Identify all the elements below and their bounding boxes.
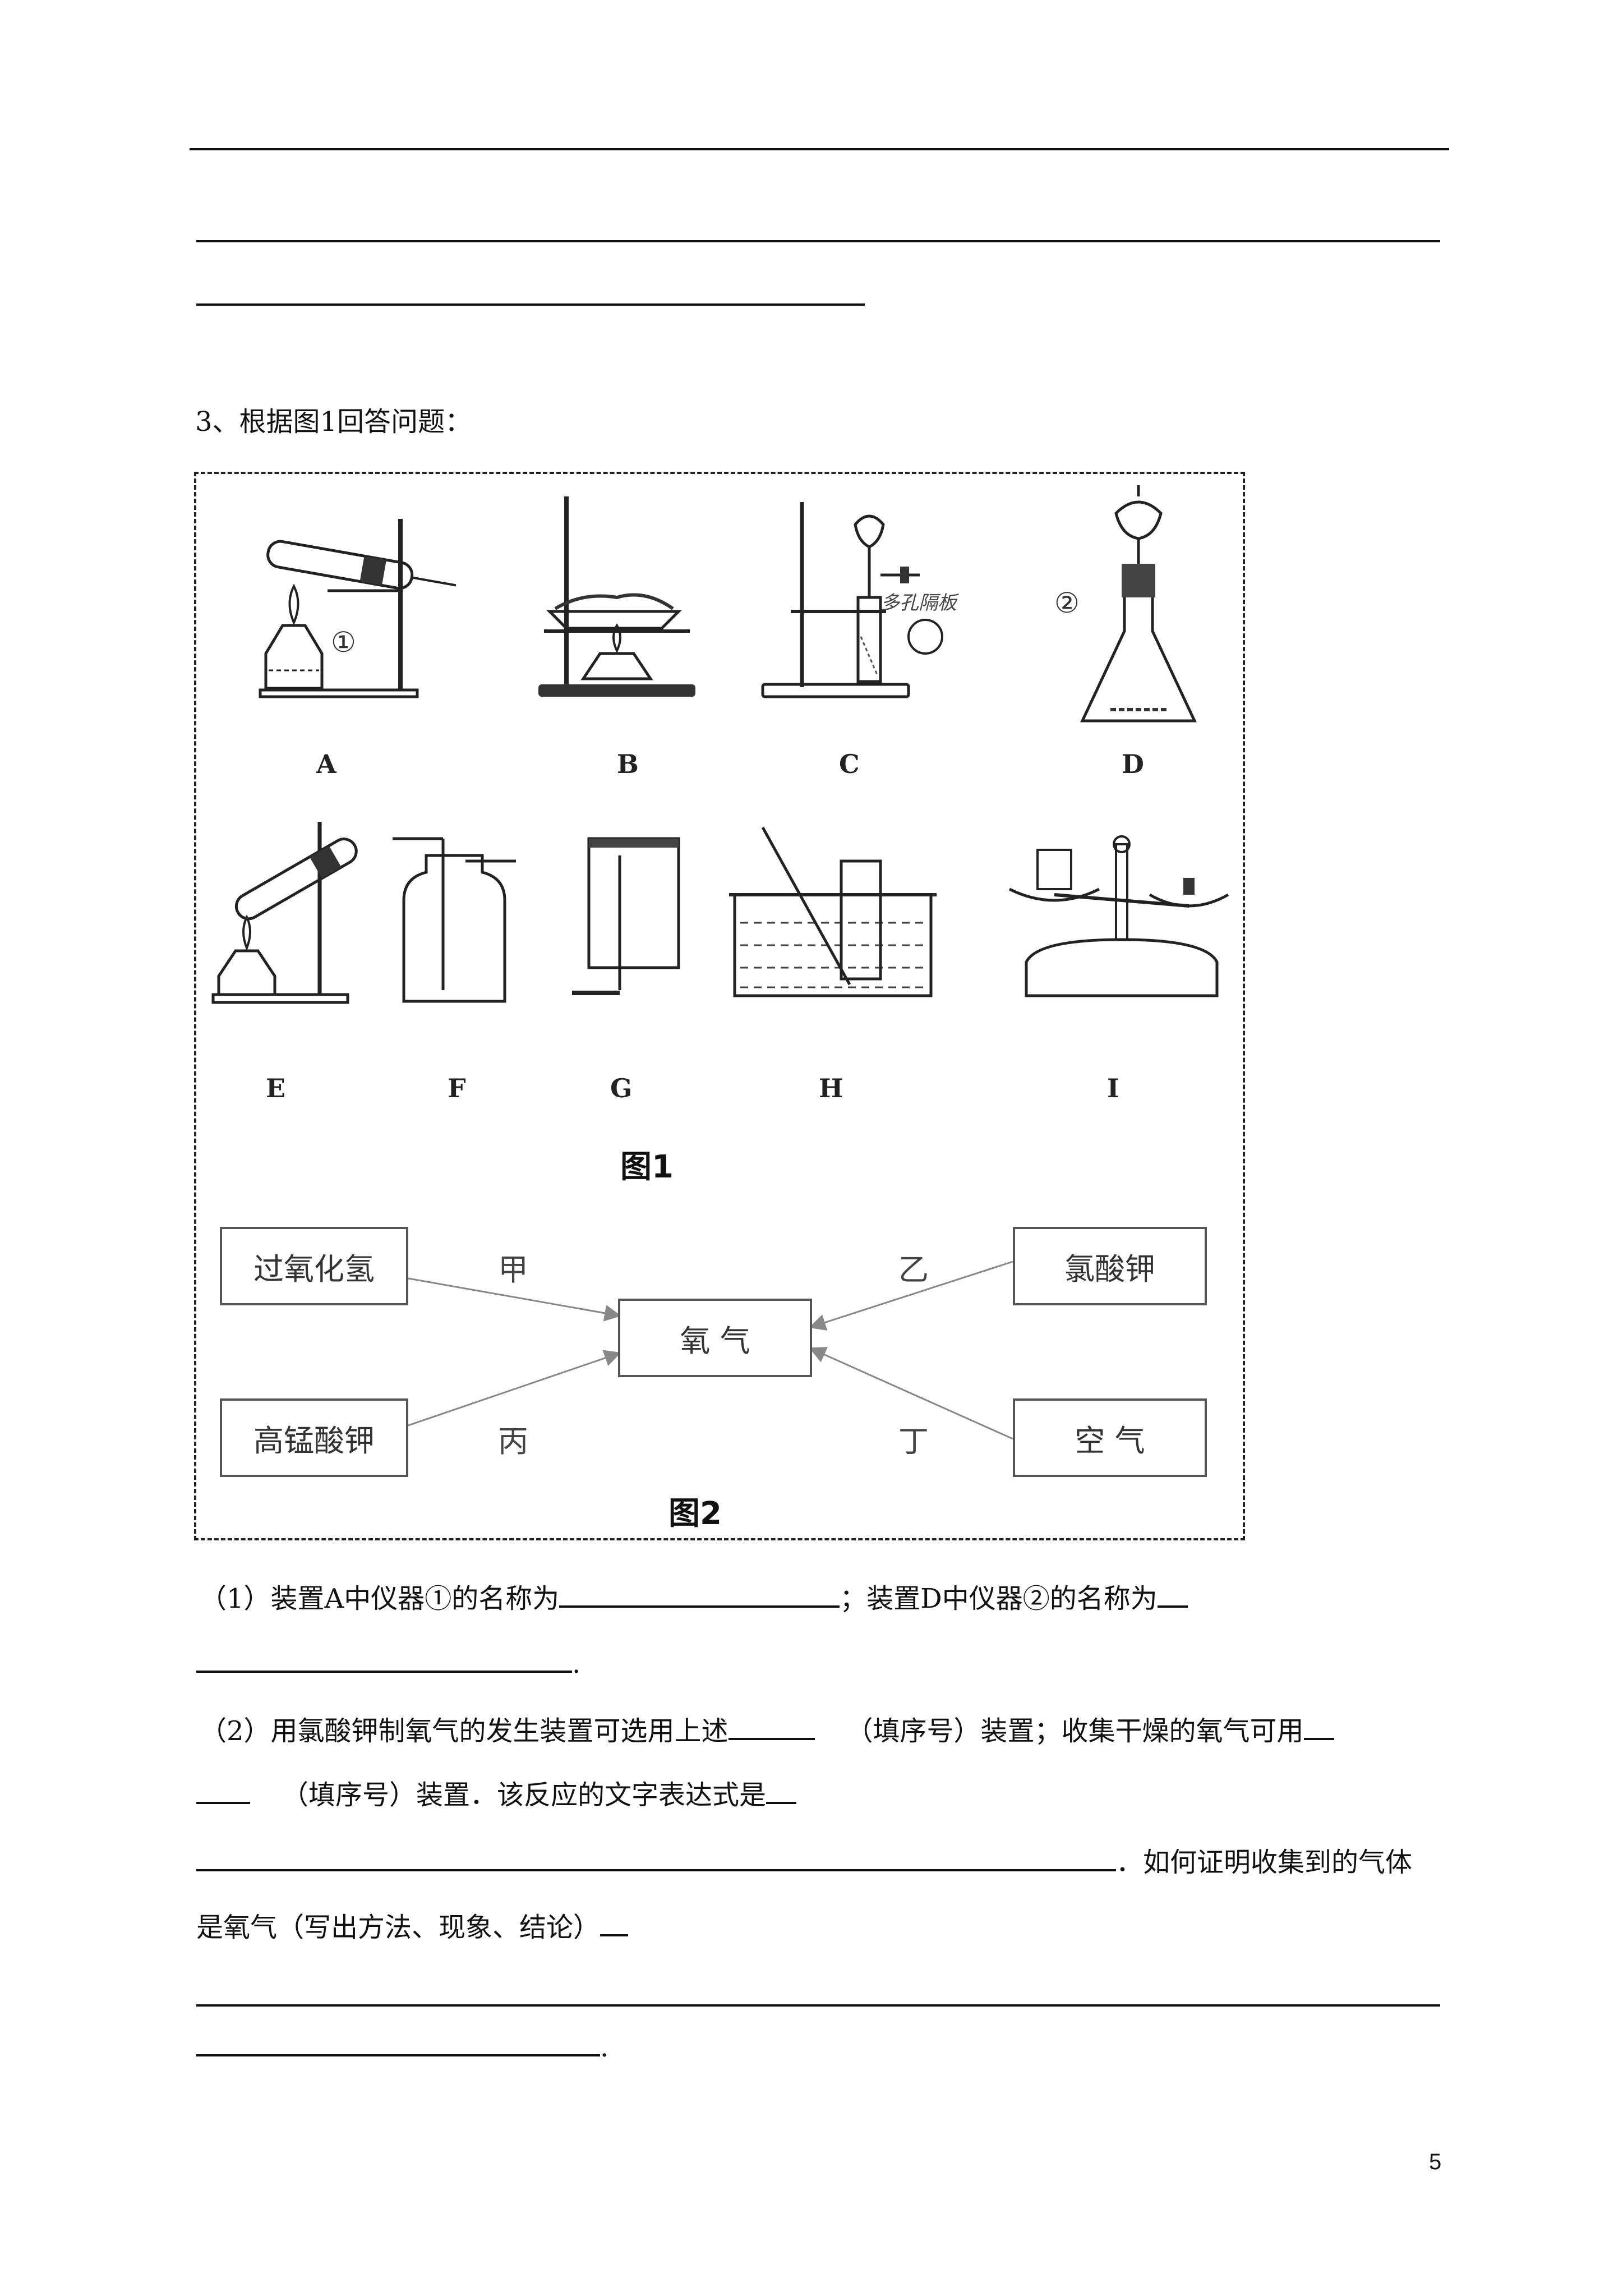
apparatus-a-drawing [259, 519, 457, 698]
subq2-line6: . [196, 2031, 608, 2064]
figure1-title: 图1 [620, 1149, 674, 1185]
apparatus-b-drawing [538, 496, 695, 697]
apparatus-c-drawing [761, 502, 943, 698]
box-hydrogen-peroxide-label: 过氧化氢 [253, 1251, 375, 1287]
box-air-label: 空 气 [1075, 1423, 1145, 1458]
label-c: C [839, 749, 860, 779]
label-d: D [1122, 749, 1144, 779]
label-e: E [266, 1073, 286, 1103]
subq2-line4: 是氧气（写出方法、现象、结论） [196, 1911, 629, 1944]
label-b: B [617, 749, 639, 779]
question-intro: 3、根据图1回答问题： [195, 406, 472, 438]
answer-line [196, 240, 1440, 242]
c-annotation: 多孔隔板 [880, 592, 957, 614]
apparatus-h-drawing [729, 826, 937, 997]
diagram-arrows [408, 1260, 1013, 1440]
page-number: 5 [1429, 2150, 1442, 2174]
subq1-text-a: （1）装置A中仪器①的名称为 [200, 1583, 560, 1614]
answer-blank[interactable] [196, 1779, 250, 1804]
box-potassium-chlorate-label: 氯酸钾 [1064, 1251, 1155, 1287]
label-g: G [610, 1073, 633, 1103]
arrow-label-yi: 乙 [898, 1252, 929, 1287]
arrow-label-ding: 丁 [898, 1424, 929, 1459]
arrow-label-jia: 甲 [498, 1252, 528, 1287]
circle-2: ② [1054, 587, 1080, 619]
answer-blank[interactable] [728, 1715, 815, 1740]
subq1-text-b: ；装置D中仪器②的名称为 [840, 1583, 1158, 1614]
answer-blank[interactable] [1303, 1715, 1334, 1740]
answer-blank[interactable] [1157, 1583, 1188, 1608]
answer-blank[interactable] [559, 1583, 840, 1608]
arrow-label-bing: 丙 [498, 1424, 528, 1459]
figure-box: ① 多孔隔板 ② A B C D [194, 472, 1245, 1540]
subq2-end: . [600, 2032, 609, 2063]
box-potassium-permanganate-label: 高锰酸钾 [253, 1423, 375, 1458]
apparatus-d-drawing [1080, 485, 1197, 723]
subq2-line1: （2）用氯酸钾制氧气的发生装置可选用上述 （填序号）装置；收集干燥的氧气可用 [200, 1714, 1334, 1748]
label-h: H [819, 1073, 843, 1103]
subq2-line3: ．如何证明收集到的气体 [196, 1846, 1412, 1879]
box-oxygen: 氧 气 [618, 1299, 812, 1377]
apparatus-f-drawing [393, 837, 516, 1003]
subq2-line2: （填序号）装置．该反应的文字表达式是 [196, 1778, 797, 1812]
answer-blank[interactable] [766, 1779, 797, 1804]
answer-blank[interactable] [196, 1847, 1116, 1871]
answer-line [196, 303, 865, 306]
subq2-text-b: （填序号）装置；收集干燥的氧气可用 [846, 1715, 1304, 1747]
figure2-title: 图2 [668, 1496, 722, 1532]
subq1-line1: （1）装置A中仪器①的名称为 ；装置D中仪器②的名称为 [200, 1582, 1188, 1616]
subq2-text-a: （2）用氯酸钾制氧气的发生装置可选用上述 [200, 1715, 728, 1747]
subq2-text-c: （填序号）装置．该反应的文字表达式是 [282, 1779, 767, 1811]
box-hydrogen-peroxide: 过氧化氢 [220, 1227, 408, 1305]
box-potassium-chlorate: 氯酸钾 [1013, 1227, 1207, 1305]
box-air: 空 气 [1013, 1398, 1207, 1477]
subq1-end: . [572, 1648, 581, 1680]
subq1-line2: . [196, 1647, 580, 1681]
apparatus-e-drawing [211, 822, 358, 1004]
subq2-text-d: ．如何证明收集到的气体 [1116, 1847, 1413, 1878]
circle-1: ① [331, 626, 356, 659]
apparatus-i-drawing [1008, 835, 1229, 997]
answer-line [196, 2004, 1440, 2007]
answer-blank[interactable] [600, 1912, 629, 1936]
answer-blank[interactable] [196, 2032, 600, 2056]
subq2-text-e: 是氧气（写出方法、现象、结论） [196, 1912, 601, 1943]
box-potassium-permanganate: 高锰酸钾 [220, 1398, 408, 1477]
label-i: I [1107, 1073, 1119, 1103]
apparatus-g-drawing [572, 837, 680, 995]
header-rule [190, 148, 1449, 150]
answer-blank[interactable] [196, 1648, 572, 1673]
label-a: A [316, 749, 336, 779]
label-f: F [448, 1073, 466, 1103]
box-oxygen-label: 氧 气 [680, 1323, 750, 1359]
